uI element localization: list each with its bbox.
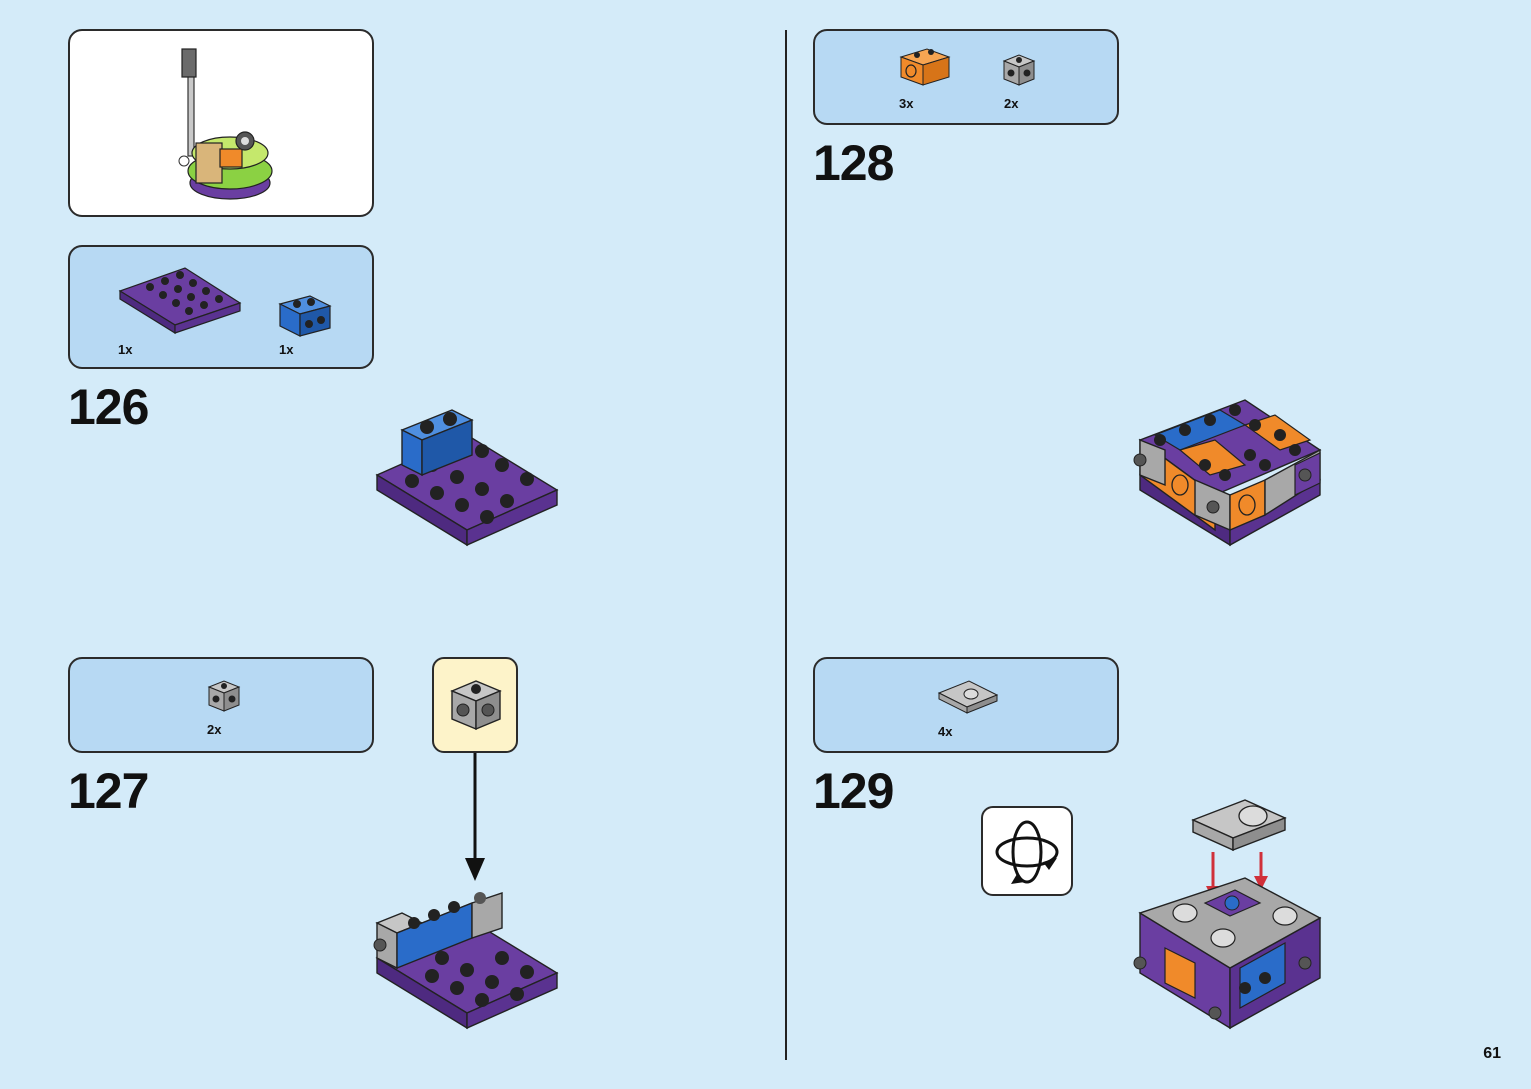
step-number: 128 bbox=[813, 135, 894, 191]
step-129-model bbox=[1133, 799, 1322, 1030]
step-number: 127 bbox=[68, 763, 149, 819]
parts-box-129: 4x bbox=[813, 657, 1119, 753]
step-128-model bbox=[1133, 399, 1322, 547]
page-number: 61 bbox=[1483, 1045, 1501, 1062]
part-qty: 3x bbox=[899, 96, 914, 111]
part-qty: 1x bbox=[118, 342, 133, 357]
step-127-model bbox=[373, 892, 559, 1030]
submodel-preview-image bbox=[178, 48, 273, 200]
step-126-model bbox=[375, 409, 559, 547]
orange-technic-brick-part-icon bbox=[899, 48, 951, 86]
rotate-model-box bbox=[981, 806, 1073, 896]
part-qty: 1x bbox=[279, 342, 294, 357]
parts-box-127: 2x bbox=[68, 657, 374, 753]
parts-box-128: 3x 2x bbox=[813, 29, 1119, 125]
part-qty: 2x bbox=[207, 722, 222, 737]
gray-tile-clip-part-icon bbox=[937, 680, 999, 714]
gray-brick-part-icon bbox=[207, 680, 241, 712]
callout-box bbox=[432, 657, 518, 753]
part-qty: 4x bbox=[938, 724, 953, 739]
step-number: 129 bbox=[813, 763, 894, 819]
placement-arrow-icon bbox=[465, 753, 485, 881]
gray-brick-callout-icon bbox=[450, 680, 502, 731]
part-qty: 2x bbox=[1004, 96, 1019, 111]
step-number: 126 bbox=[68, 379, 149, 435]
blue-brick-part-icon bbox=[278, 295, 332, 337]
rotate-model-icon bbox=[995, 820, 1059, 884]
submodel-preview-box bbox=[68, 29, 374, 217]
gray-brick-part-icon bbox=[1002, 54, 1036, 86]
parts-box-126: 1x 1x bbox=[68, 245, 374, 369]
page-divider bbox=[785, 30, 787, 1060]
purple-plate-part-icon bbox=[118, 267, 242, 335]
